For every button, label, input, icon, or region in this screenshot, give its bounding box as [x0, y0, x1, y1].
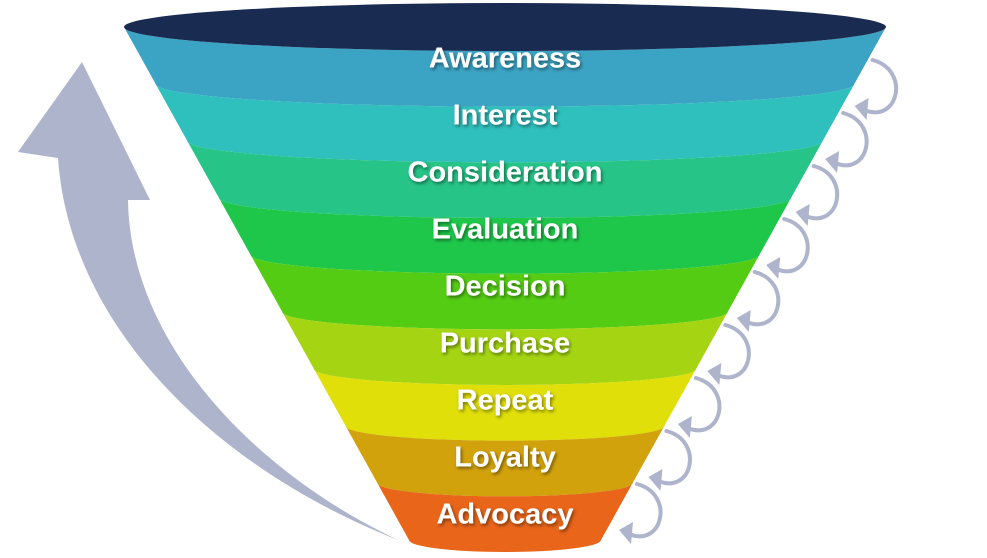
- funnel-band-decision: [250, 255, 760, 330]
- return-loop-arrow-icon: [854, 58, 899, 120]
- return-loop-arrow-icon: [766, 217, 810, 279]
- funnel-band-purchase: [282, 312, 728, 385]
- funnel-band-repeat: [314, 369, 696, 441]
- funnel-rim: [124, 3, 886, 51]
- funnel-label-loyalty: Loyalty: [454, 442, 556, 474]
- funnel-band-interest: [155, 84, 855, 163]
- funnel-label-awareness: Awareness: [429, 43, 582, 75]
- curved-up-arrow-shape: [18, 62, 398, 540]
- funnel-band-consideration: [187, 141, 823, 218]
- funnel-band-loyalty: [345, 426, 665, 497]
- funnel-band-evaluation: [219, 198, 791, 274]
- funnel-rim-ellipse: [124, 3, 886, 51]
- funnel-bands: [124, 27, 886, 552]
- funnel-label-repeat: Repeat: [457, 385, 554, 417]
- return-loop-arrow-icon: [736, 270, 781, 332]
- funnel-label-interest: Interest: [453, 100, 558, 132]
- curved-up-arrow-icon: [18, 62, 398, 540]
- return-loop-arrow-icon: [825, 111, 869, 173]
- return-loop-arrow-icon: [677, 376, 722, 438]
- return-loop-arrow-icon: [795, 164, 840, 226]
- funnel-band-awareness: [124, 27, 886, 107]
- funnel-label-decision: Decision: [445, 271, 566, 303]
- funnel-label-advocacy: Advocacy: [436, 499, 573, 531]
- funnel-label-consideration: Consideration: [408, 157, 603, 189]
- funnel-band-advocacy: [377, 483, 633, 552]
- funnel-label-purchase: Purchase: [440, 328, 571, 360]
- funnel-labels: AwarenessInterestConsiderationEvaluation…: [408, 43, 603, 531]
- return-loop-arrow-icon: [707, 323, 751, 385]
- funnel-label-evaluation: Evaluation: [432, 214, 579, 246]
- return-loop-arrows: [619, 58, 899, 544]
- return-loop-arrow-icon: [648, 429, 692, 491]
- return-loop-arrow-icon: [619, 482, 663, 544]
